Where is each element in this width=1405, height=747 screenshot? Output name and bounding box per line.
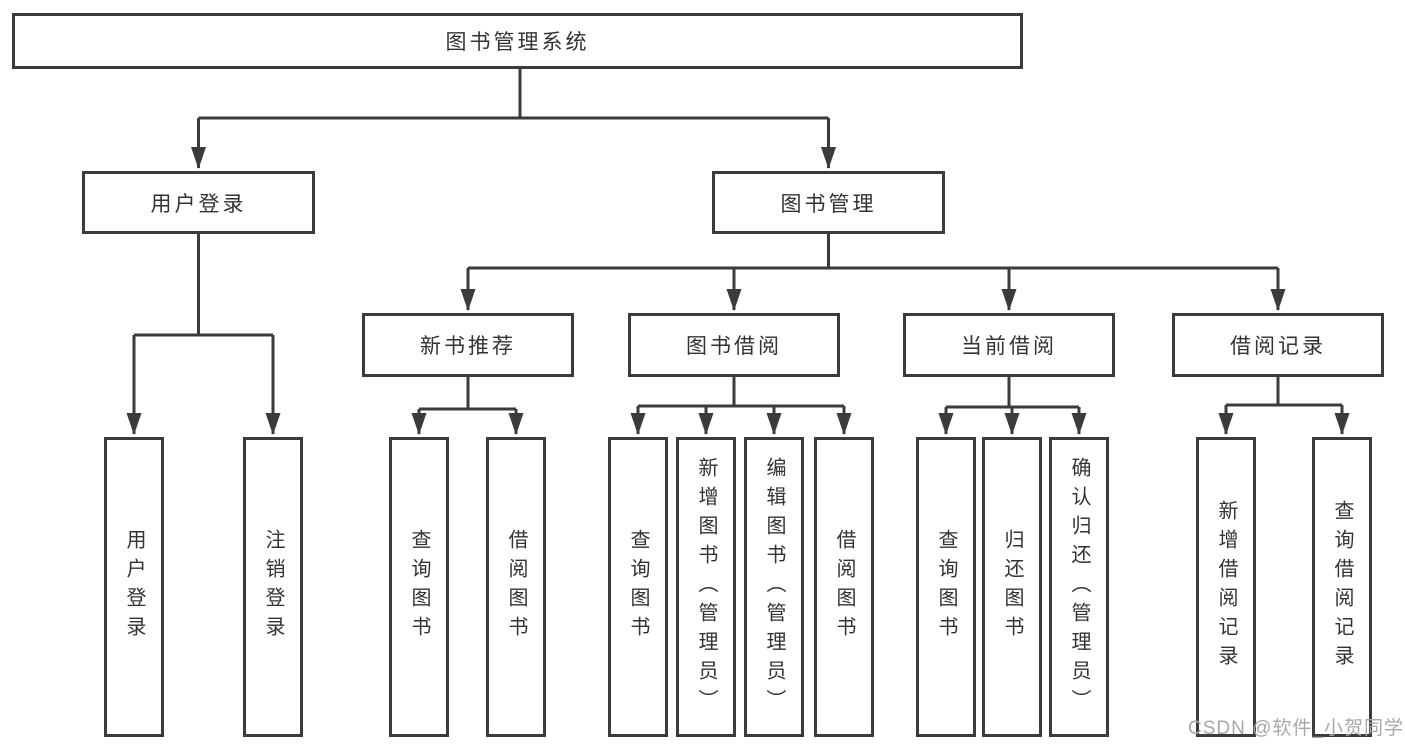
node-borrow-record: 借阅记录 [1172,313,1384,377]
node-user-login-branch: 用户登录 [82,171,315,234]
connector-root [198,69,829,120]
node-label: 当前借阅 [961,335,1057,358]
leaf-logout: 注销登录 [243,437,303,737]
node-label: 用户登录 [150,192,247,216]
leaf-confirm-return-admin: 确认归还（管理员） [1049,437,1109,737]
csdn-watermark: CSDN @软件_小贺同学 [1188,718,1404,739]
node-label: 新书推荐 [420,335,516,358]
leaf-label: 新增借阅记录 [1215,500,1237,674]
connector-current-borrow [946,377,1079,409]
leaf-label: 新增图书（管理员） [695,456,717,718]
leaf-add-borrow-record: 新增借阅记录 [1196,437,1256,737]
node-label: 借阅记录 [1230,335,1326,358]
leaf-label: 编辑图书（管理员） [763,456,785,718]
node-current-borrow: 当前借阅 [903,313,1115,377]
leaf-edit-book-admin: 编辑图书（管理员） [744,437,804,737]
leaf-borrow-book-1: 借阅图书 [486,437,546,737]
node-book-management-branch: 图书管理 [712,171,945,234]
leaf-label: 查询图书 [935,529,957,645]
leaf-label: 借阅图书 [505,529,527,645]
leaf-label: 借阅图书 [833,529,855,645]
leaf-label: 归还图书 [1001,529,1023,645]
node-root-label: 图书管理系统 [445,31,590,54]
leaf-label: 查询图书 [408,529,430,645]
leaf-label: 确认归还（管理员） [1068,456,1090,718]
leaf-query-book-1: 查询图书 [389,437,449,737]
node-new-book-recommend: 新书推荐 [362,313,574,377]
leaf-label: 查询图书 [627,529,649,645]
leaf-query-borrow-record: 查询借阅记录 [1312,437,1372,737]
leaf-return-book: 归还图书 [982,437,1042,737]
leaf-label: 查询借阅记录 [1331,500,1353,674]
connector-book-borrow [638,377,844,408]
connector-book-management [468,234,1278,270]
leaf-query-book-3: 查询图书 [916,437,976,737]
connector-borrow-record [1226,377,1342,407]
node-root-system: 图书管理系统 [12,13,1023,69]
leaf-add-book-admin: 新增图书（管理员） [676,437,736,737]
leaf-label: 注销登录 [262,529,284,645]
node-label: 图书管理 [780,192,877,216]
connector-new-book [419,377,516,411]
leaf-label: 用户登录 [123,529,145,645]
node-book-borrow: 图书借阅 [628,313,840,377]
node-label: 图书借阅 [686,335,782,358]
connector-user-login [134,234,273,337]
leaf-borrow-book-2: 借阅图书 [814,437,874,737]
leaf-user-login: 用户登录 [104,437,164,737]
leaf-query-book-2: 查询图书 [608,437,668,737]
